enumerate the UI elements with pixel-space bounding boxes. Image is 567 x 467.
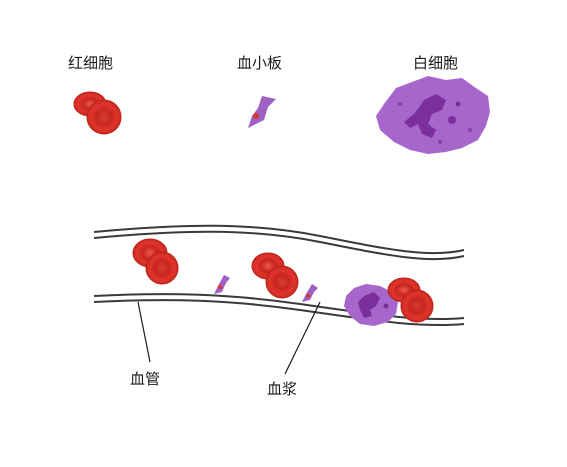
vessel-leader-line [137, 301, 151, 363]
vessel-platelet-1 [214, 275, 230, 294]
label-white-blood-cell: 白细胞 [413, 54, 459, 72]
blood-vessel [93, 224, 465, 327]
label-plasma: 血浆 [267, 380, 298, 398]
vessel-rbc-group-3 [387, 277, 434, 323]
vessel-rbc-group-2 [251, 252, 299, 299]
vessel-rbc-group-1 [132, 238, 179, 285]
label-blood-vessel: 血管 [130, 370, 161, 388]
vessel-wbc [344, 284, 398, 326]
wbc-legend-icon [376, 76, 490, 154]
label-platelet: 血小板 [237, 54, 283, 72]
platelet-legend-icon [248, 96, 276, 128]
plasma-leader-line [284, 301, 321, 375]
label-red-blood-cell: 红细胞 [68, 54, 114, 72]
vessel-platelet-2 [302, 284, 318, 302]
rbc-legend-icon [73, 91, 122, 135]
